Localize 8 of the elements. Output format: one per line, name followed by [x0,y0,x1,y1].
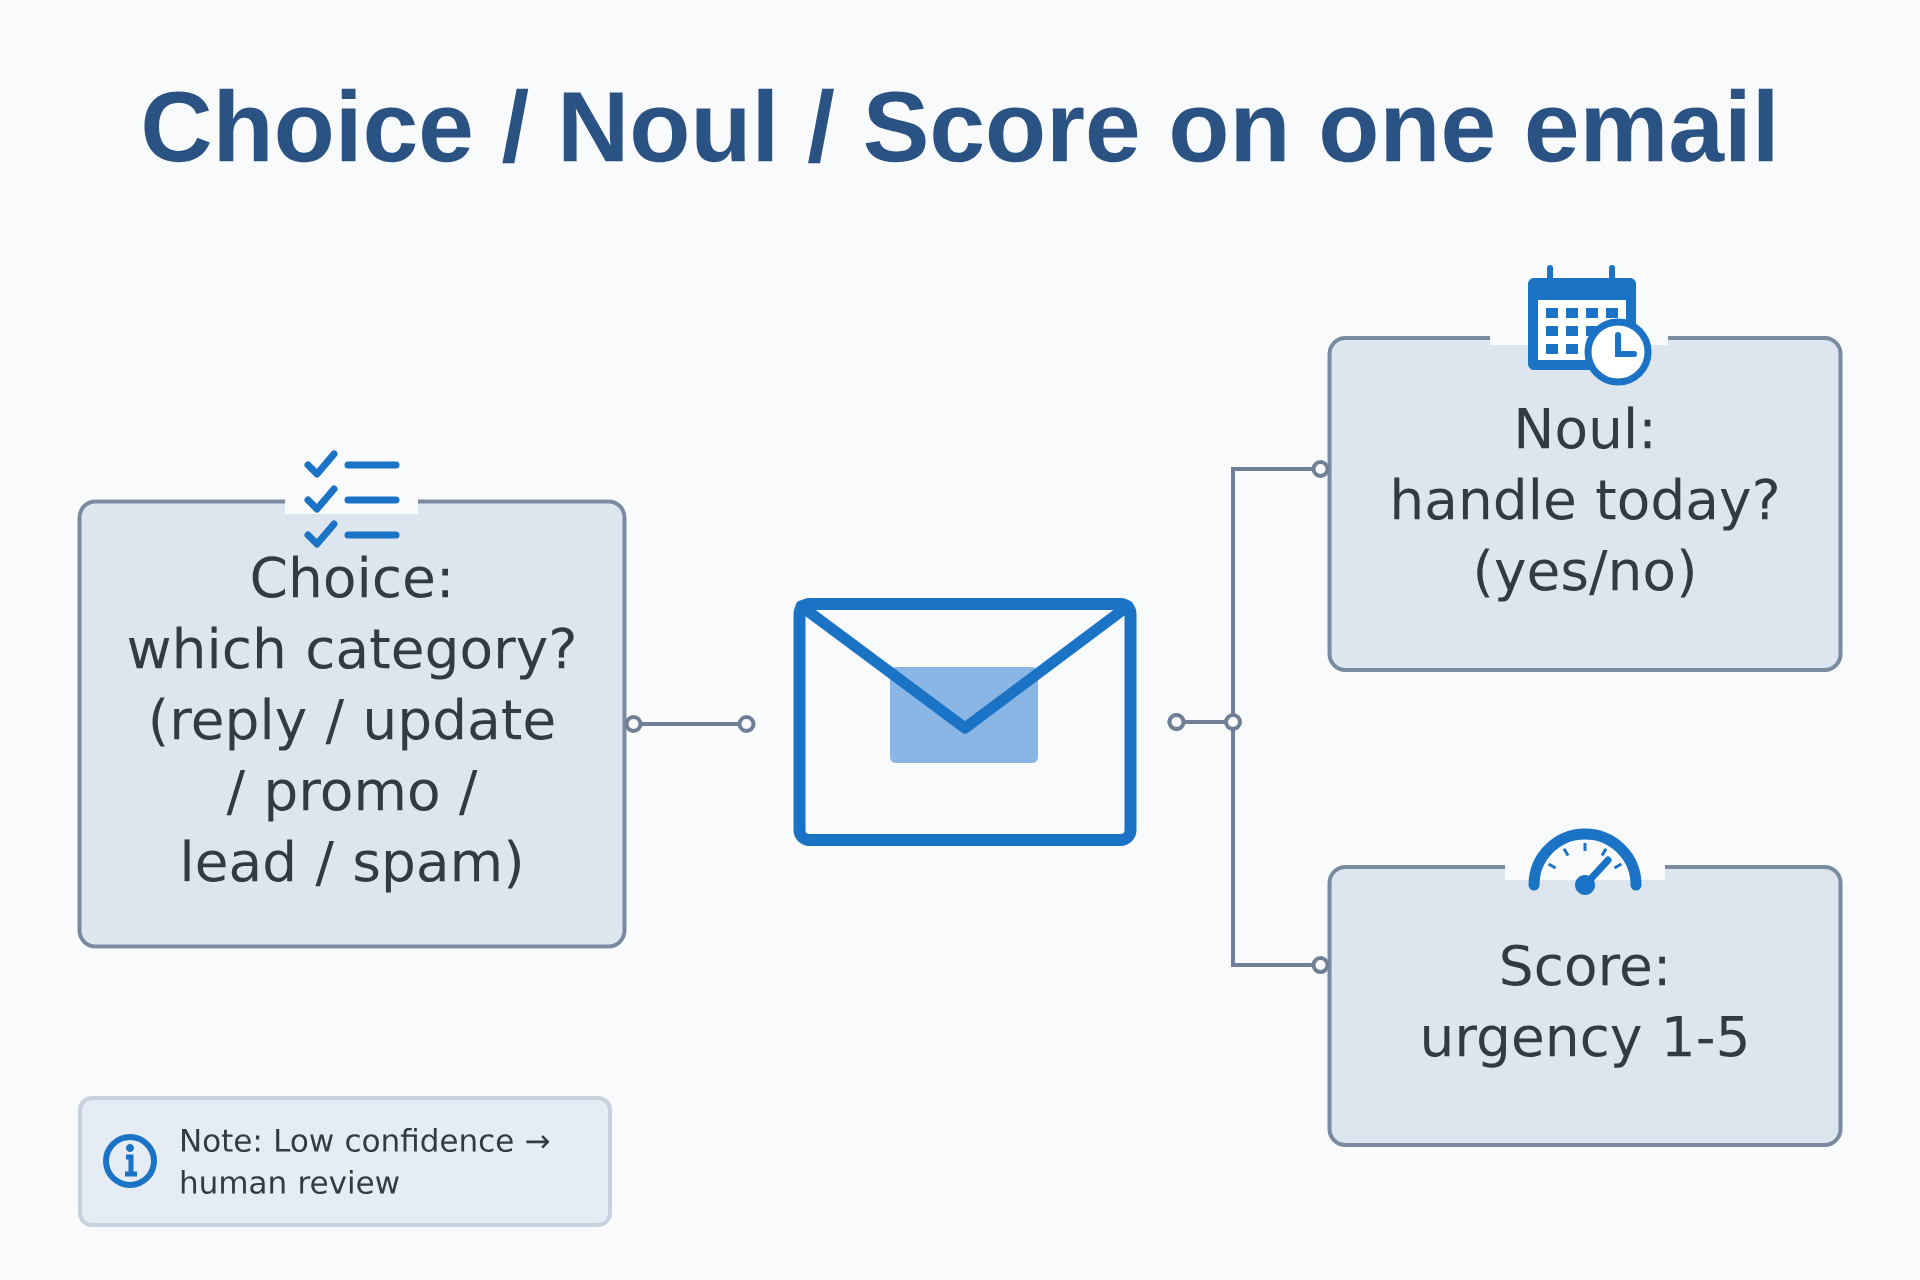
connector [624,715,756,733]
choice-box: Choice: which category? (reply / update / promo / lead / spam) [77,499,627,949]
score-box: Score: urgency 1-5 [1327,865,1843,1147]
title: Choice / Noul / Score on one email [144,88,1773,164]
question-box: Noul: handle today? (yes/no) [1327,336,1843,672]
note-text: Note: Low confidence → human review [78,1096,612,1227]
envelope-icon [793,598,1137,846]
connector [1167,713,1330,974]
